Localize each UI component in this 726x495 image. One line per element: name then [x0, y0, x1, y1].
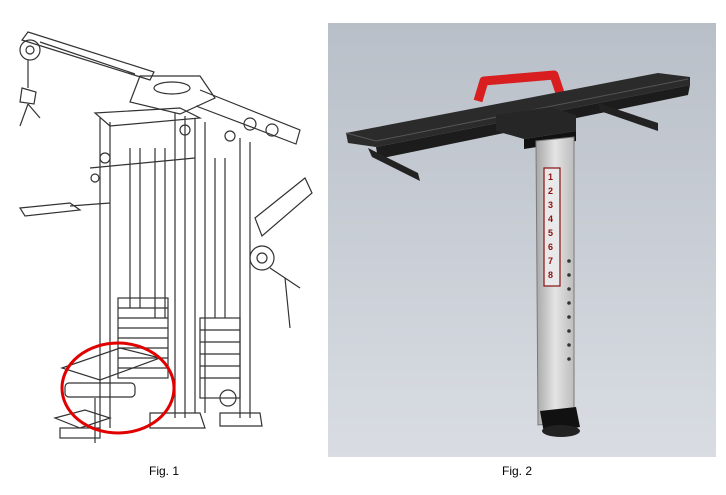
- svg-text:6: 6: [548, 242, 553, 252]
- svg-text:5: 5: [548, 228, 553, 238]
- svg-text:2: 2: [548, 186, 553, 196]
- svg-text:1: 1: [548, 172, 553, 182]
- svg-text:4: 4: [548, 214, 553, 224]
- height-scale: 1 2 3 4 5 6 7 8: [548, 172, 553, 280]
- svg-text:8: 8: [548, 270, 553, 280]
- svg-text:7: 7: [548, 256, 553, 266]
- handle: [473, 70, 565, 103]
- svg-text:3: 3: [548, 200, 553, 210]
- attachment-3d-render: 1 2 3 4 5 6 7 8: [328, 23, 716, 457]
- figure-1-machine-drawing: [0, 18, 320, 448]
- highlight-circle: [60, 341, 176, 435]
- figure-1-caption: Fig. 1: [149, 464, 180, 478]
- figure-2-caption: Fig. 2: [502, 464, 533, 478]
- gym-machine-line-art: [18, 31, 313, 443]
- figure-2-render: 1 2 3 4 5 6 7 8: [328, 23, 716, 457]
